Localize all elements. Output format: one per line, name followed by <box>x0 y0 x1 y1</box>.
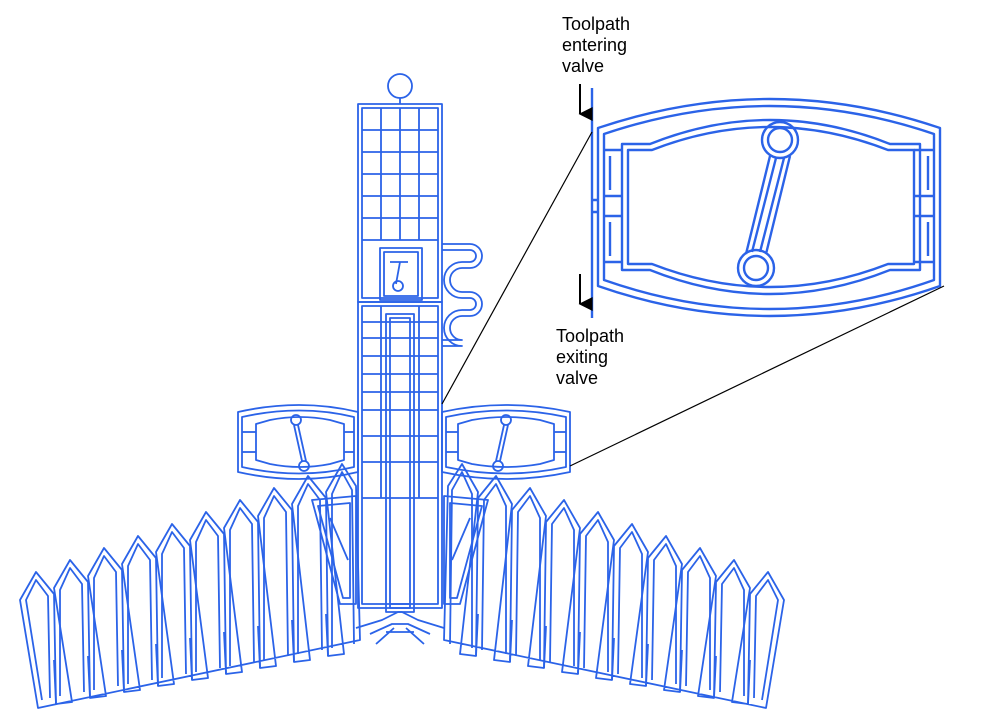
left-funnel <box>311 495 357 605</box>
label-line: entering <box>562 35 628 55</box>
base-manifold <box>355 611 445 645</box>
top-ring <box>387 73 413 99</box>
ladder-block <box>362 306 438 499</box>
label-line: valve <box>556 368 599 388</box>
label-line: Toolpath <box>562 14 631 34</box>
grid-block <box>362 108 438 241</box>
serpentine-channel <box>442 243 483 341</box>
label-line: exiting <box>556 347 609 367</box>
central-column <box>355 73 483 645</box>
left-fin-array <box>19 463 361 709</box>
zoom-callout <box>441 131 945 467</box>
mini-valve <box>379 247 423 301</box>
enlarged-valve <box>590 88 942 318</box>
toolpath-exiting-label: Toolpath exiting valve <box>556 326 624 389</box>
label-line: valve <box>562 56 605 76</box>
right-valve <box>441 404 571 480</box>
left-valve <box>237 404 359 480</box>
right-fin-array <box>443 463 785 709</box>
label-line: Toolpath <box>556 326 625 346</box>
toolpath-entering-label: Toolpath entering valve <box>562 14 630 77</box>
